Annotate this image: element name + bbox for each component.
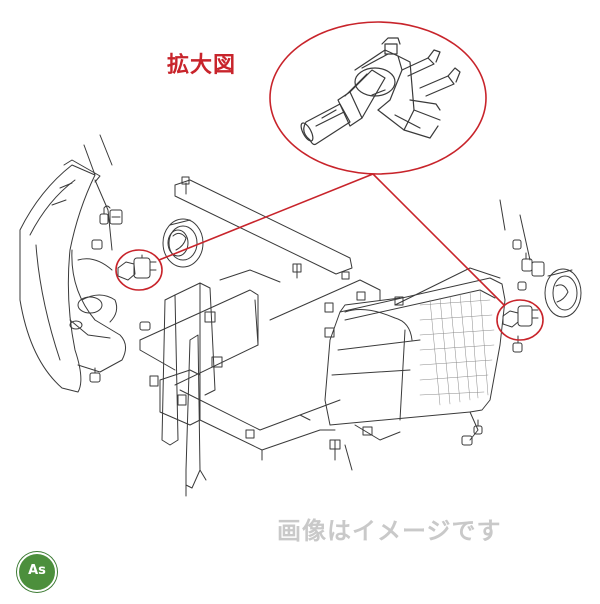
right-headlight-assembly xyxy=(324,199,582,446)
zoom-circle xyxy=(269,21,487,175)
highlight-overlay xyxy=(115,21,544,341)
right-bulb-socket xyxy=(544,268,582,318)
zoom-inset xyxy=(300,37,461,146)
left-headlight-bulb xyxy=(117,254,157,281)
mounting-bracket-frame xyxy=(139,176,404,497)
image-notice-text: 画像はイメージです xyxy=(277,517,502,545)
h4-halogen-bulb-icon xyxy=(300,37,461,146)
logo-text: As xyxy=(28,563,46,578)
zoom-view-label: 拡大図 xyxy=(167,53,237,78)
right-bulb-highlight xyxy=(496,299,544,341)
left-leader-line xyxy=(158,173,374,261)
right-headlight-bulb xyxy=(502,305,539,328)
as-logo: As xyxy=(17,552,57,592)
right-leader-line xyxy=(372,173,505,306)
left-bulb-highlight xyxy=(115,249,163,291)
right-position-lamp xyxy=(512,239,545,291)
left-bulb-socket xyxy=(162,218,204,268)
left-position-lamp xyxy=(99,205,123,225)
left-headlight-assembly xyxy=(19,134,204,393)
